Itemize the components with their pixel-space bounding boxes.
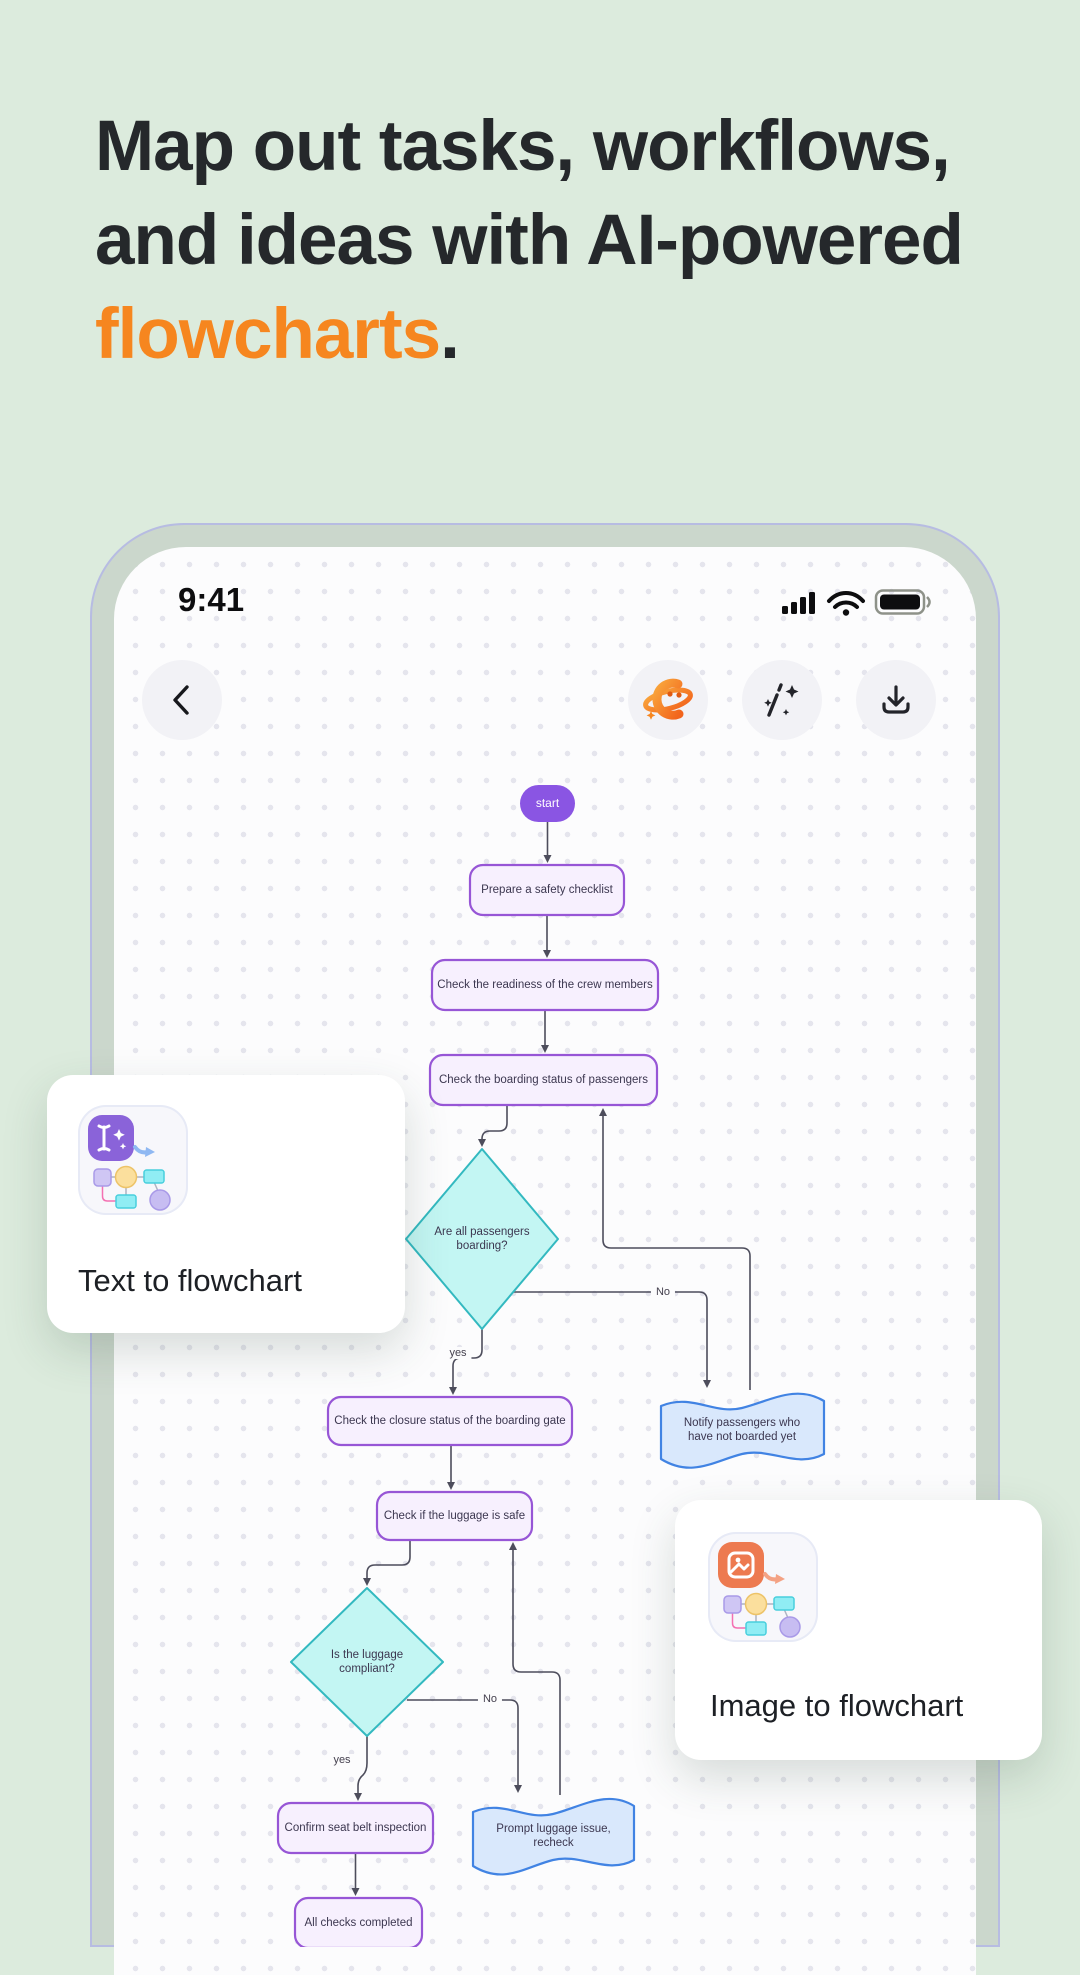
text-to-flowchart-label: Text to flowchart [78, 1263, 302, 1298]
title-line-2: and ideas with AI-powered [95, 201, 964, 280]
title-period: . [440, 295, 460, 374]
title-line-3: flowcharts. [95, 288, 1015, 382]
edge-label-yes-2: yes [328, 1754, 356, 1766]
text-to-flowchart-icon [88, 1115, 171, 1211]
ai-assistant-button[interactable] [628, 660, 708, 740]
mini-flowchart [723, 1592, 801, 1638]
back-chevron-icon [173, 685, 189, 715]
planet-mascot-icon [643, 678, 693, 720]
download-button[interactable] [856, 660, 936, 740]
text-to-flowchart-tile [78, 1105, 188, 1215]
edge-label-no-2: No [477, 1693, 503, 1705]
image-to-flowchart-label: Image to flowchart [710, 1688, 964, 1723]
wifi-icon [827, 590, 865, 609]
text-to-flowchart-card[interactable]: Text to flowchart [47, 1075, 405, 1333]
edge-label-no-1: No [650, 1286, 676, 1298]
back-button[interactable] [142, 660, 222, 740]
download-icon [882, 685, 910, 714]
image-to-flowchart-card[interactable]: Image to flowchart [675, 1500, 1042, 1760]
magic-wand-icon [764, 683, 799, 717]
image-to-flowchart-icon [718, 1542, 801, 1638]
edge-label-yes-1: yes [444, 1347, 472, 1359]
process-nodes[interactable] [276, 863, 660, 1947]
wifi-dot [842, 609, 850, 616]
title-line-1: Map out tasks, workflows, [95, 107, 951, 186]
decision-nodes[interactable] [290, 1148, 559, 1737]
title-highlight: flowcharts [95, 295, 441, 374]
node-start-shape[interactable] [520, 785, 575, 822]
flowchart-edges [351, 822, 751, 1896]
cellular-signal-icon [782, 592, 815, 614]
magic-wand-button[interactable] [742, 660, 822, 740]
image-to-flowchart-tile [708, 1532, 818, 1642]
battery-icon [874, 589, 931, 615]
display-nodes[interactable] [471, 1392, 826, 1876]
status-time: 9:41 [178, 581, 245, 618]
status-icons [782, 589, 931, 616]
page-title: Map out tasks, workflows, and ideas with… [95, 100, 1015, 382]
mini-flowchart [93, 1165, 171, 1211]
